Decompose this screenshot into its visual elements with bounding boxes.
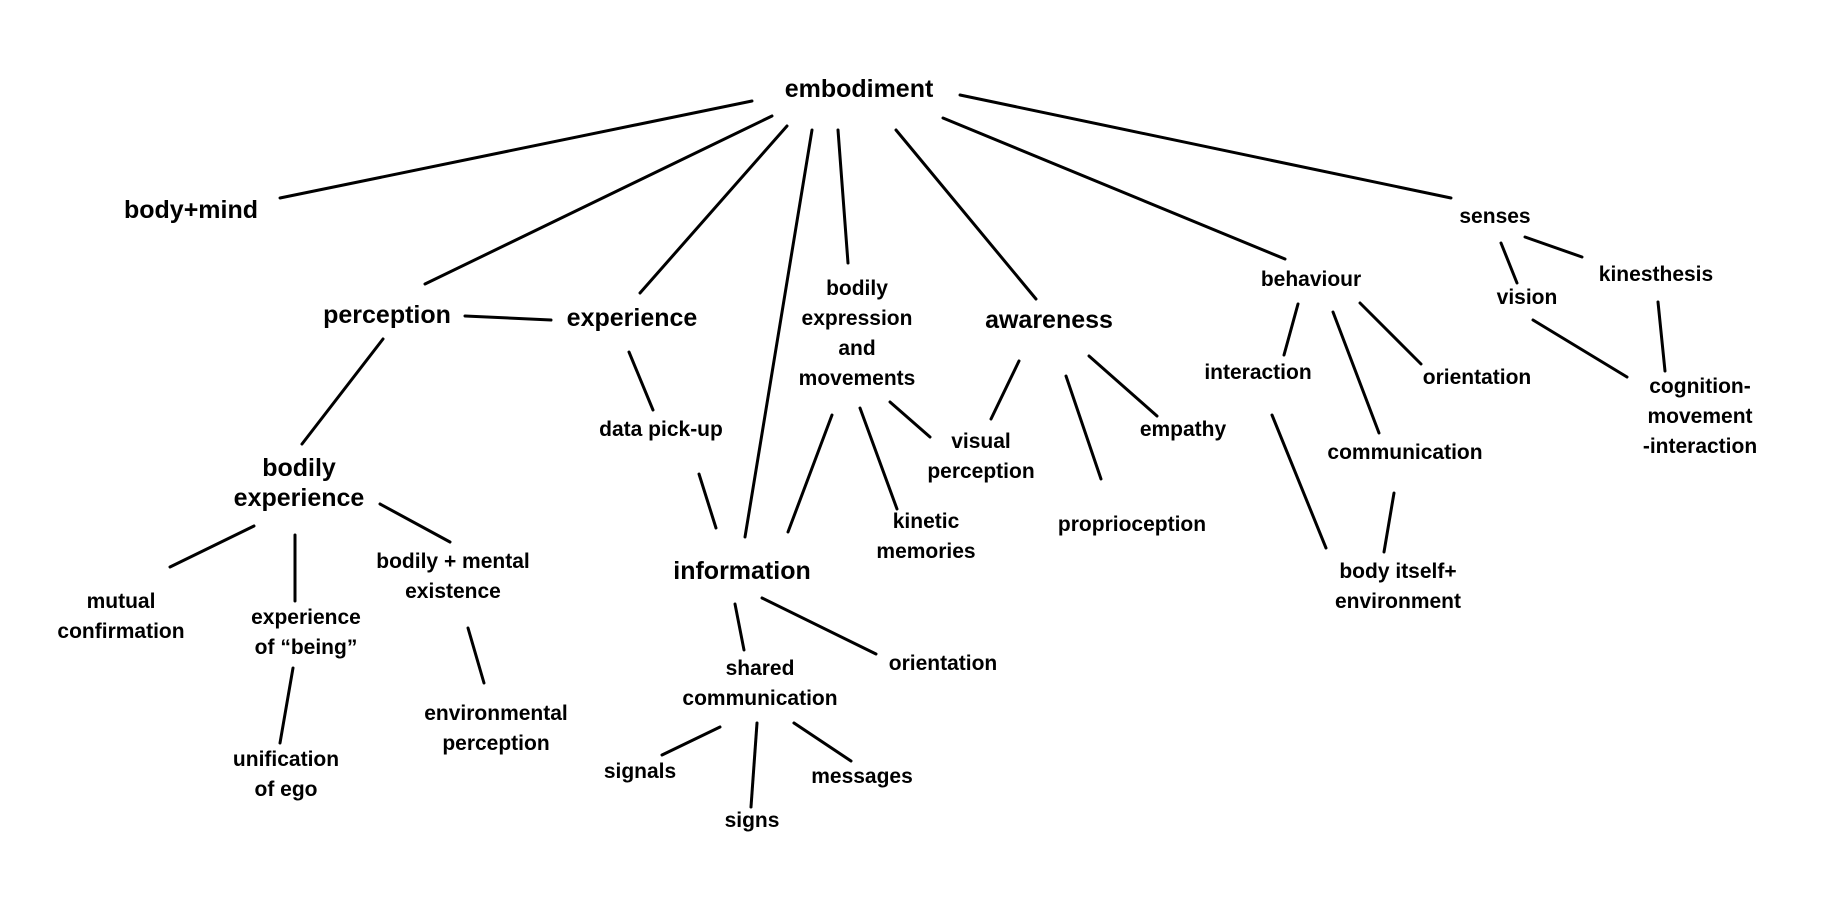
node-information: information: [673, 557, 811, 585]
node-orientation-behaviour: orientation: [1422, 366, 1532, 389]
node-data-pickup: data pick-up: [599, 418, 723, 441]
edge-behaviour-communication: [1331, 310, 1381, 435]
edge-awareness-empathy: [1087, 354, 1159, 418]
edge-experience-data-pickup: [627, 350, 655, 412]
edge-behaviour-orientation: [1358, 301, 1423, 366]
edge-perception-experience: [463, 314, 553, 322]
node-bodily-experience: bodily experience: [233, 454, 365, 512]
edge-bodily-experience-bodily-mental: [378, 502, 452, 544]
node-empathy: empathy: [1139, 418, 1227, 441]
edge-perception-bodily-experience: [300, 337, 385, 446]
node-cognition-movement: cognition-movement -interaction: [1642, 375, 1758, 458]
edge-interaction-body-itself: [1270, 413, 1328, 550]
node-environmental-perception: environmental perception: [424, 702, 568, 755]
node-shared-communication: shared communication: [682, 657, 838, 710]
edge-experience-being-unification-ego: [278, 666, 295, 745]
node-bodily-expression: bodily expression and movements: [798, 277, 916, 390]
node-signs: signs: [724, 809, 780, 832]
node-perception: perception: [323, 301, 451, 329]
edge-bodily-expression-visual-perception: [888, 400, 932, 439]
edge-embodiment-perception: [423, 114, 774, 286]
edge-embodiment-experience: [638, 124, 789, 295]
node-behaviour: behaviour: [1260, 268, 1362, 291]
edge-behaviour-interaction: [1282, 302, 1300, 357]
edge-shared-communication-signals: [660, 725, 722, 757]
edges-experience-cluster: [463, 314, 718, 530]
edge-senses-vision: [1499, 241, 1519, 285]
node-kinesthesis: kinesthesis: [1598, 263, 1714, 286]
edges-information-cluster: [660, 596, 878, 809]
edge-kinesthesis-cognition: [1656, 300, 1667, 373]
node-visual-perception: visual perception: [927, 430, 1035, 483]
edges-perception-cluster: [168, 337, 486, 745]
node-body-mind: body+mind: [123, 196, 259, 224]
edges-senses-cluster: [1499, 235, 1667, 379]
edge-vision-cognition: [1531, 318, 1629, 379]
edge-senses-kinesthesis: [1523, 235, 1584, 259]
node-vision: vision: [1496, 286, 1558, 309]
edge-embodiment-information: [743, 128, 814, 539]
node-senses: senses: [1459, 205, 1531, 228]
edges-bodily-expression-cluster: [786, 400, 932, 534]
node-awareness: awareness: [985, 306, 1113, 334]
node-experience-being: experience of “being”: [251, 606, 361, 659]
node-interaction: interaction: [1204, 361, 1312, 384]
edge-embodiment-body-mind: [278, 99, 754, 200]
edge-bodily-experience-mutual-confirmation: [168, 524, 256, 569]
node-signals: signals: [603, 760, 677, 783]
node-unification-of-ego: unification of ego: [232, 748, 340, 801]
node-communication: communication: [1327, 441, 1483, 464]
node-body-itself-environment: body itself+ environment: [1334, 560, 1462, 613]
node-embodiment: embodiment: [784, 75, 934, 103]
edge-awareness-proprioception: [1064, 374, 1103, 481]
edge-bodily-expression-information: [786, 413, 834, 534]
edge-embodiment-senses: [958, 93, 1453, 200]
edge-embodiment-bodily-expression: [836, 128, 850, 265]
edges-awareness-cluster: [989, 354, 1159, 481]
edges-behaviour-cluster: [1270, 301, 1423, 554]
edge-shared-communication-messages: [792, 721, 853, 763]
edge-shared-communication-signs: [749, 721, 759, 809]
node-orientation-information: orientation: [888, 652, 998, 675]
node-mutual-confirmation: mutual confirmation: [57, 590, 185, 643]
node-bodily-mental-existence: bodily + mental existence: [376, 550, 530, 603]
edge-data-pickup-information: [697, 472, 718, 530]
edge-embodiment-awareness: [894, 128, 1038, 301]
edge-information-orientation: [760, 596, 878, 656]
node-proprioception: proprioception: [1057, 513, 1207, 536]
edges-from-embodiment: [278, 93, 1453, 539]
node-experience: experience: [566, 304, 698, 332]
edge-embodiment-behaviour: [941, 116, 1287, 261]
edge-awareness-visual-perception: [989, 359, 1021, 421]
node-kinetic-memories: kinetic memories: [876, 510, 976, 563]
node-messages: messages: [811, 765, 913, 788]
edge-bodily-mental-environmental-perception: [466, 626, 486, 685]
edge-bodily-expression-kinetic-memories: [858, 406, 899, 511]
edge-communication-body-itself: [1382, 491, 1396, 554]
edge-information-shared-communication: [733, 602, 746, 652]
